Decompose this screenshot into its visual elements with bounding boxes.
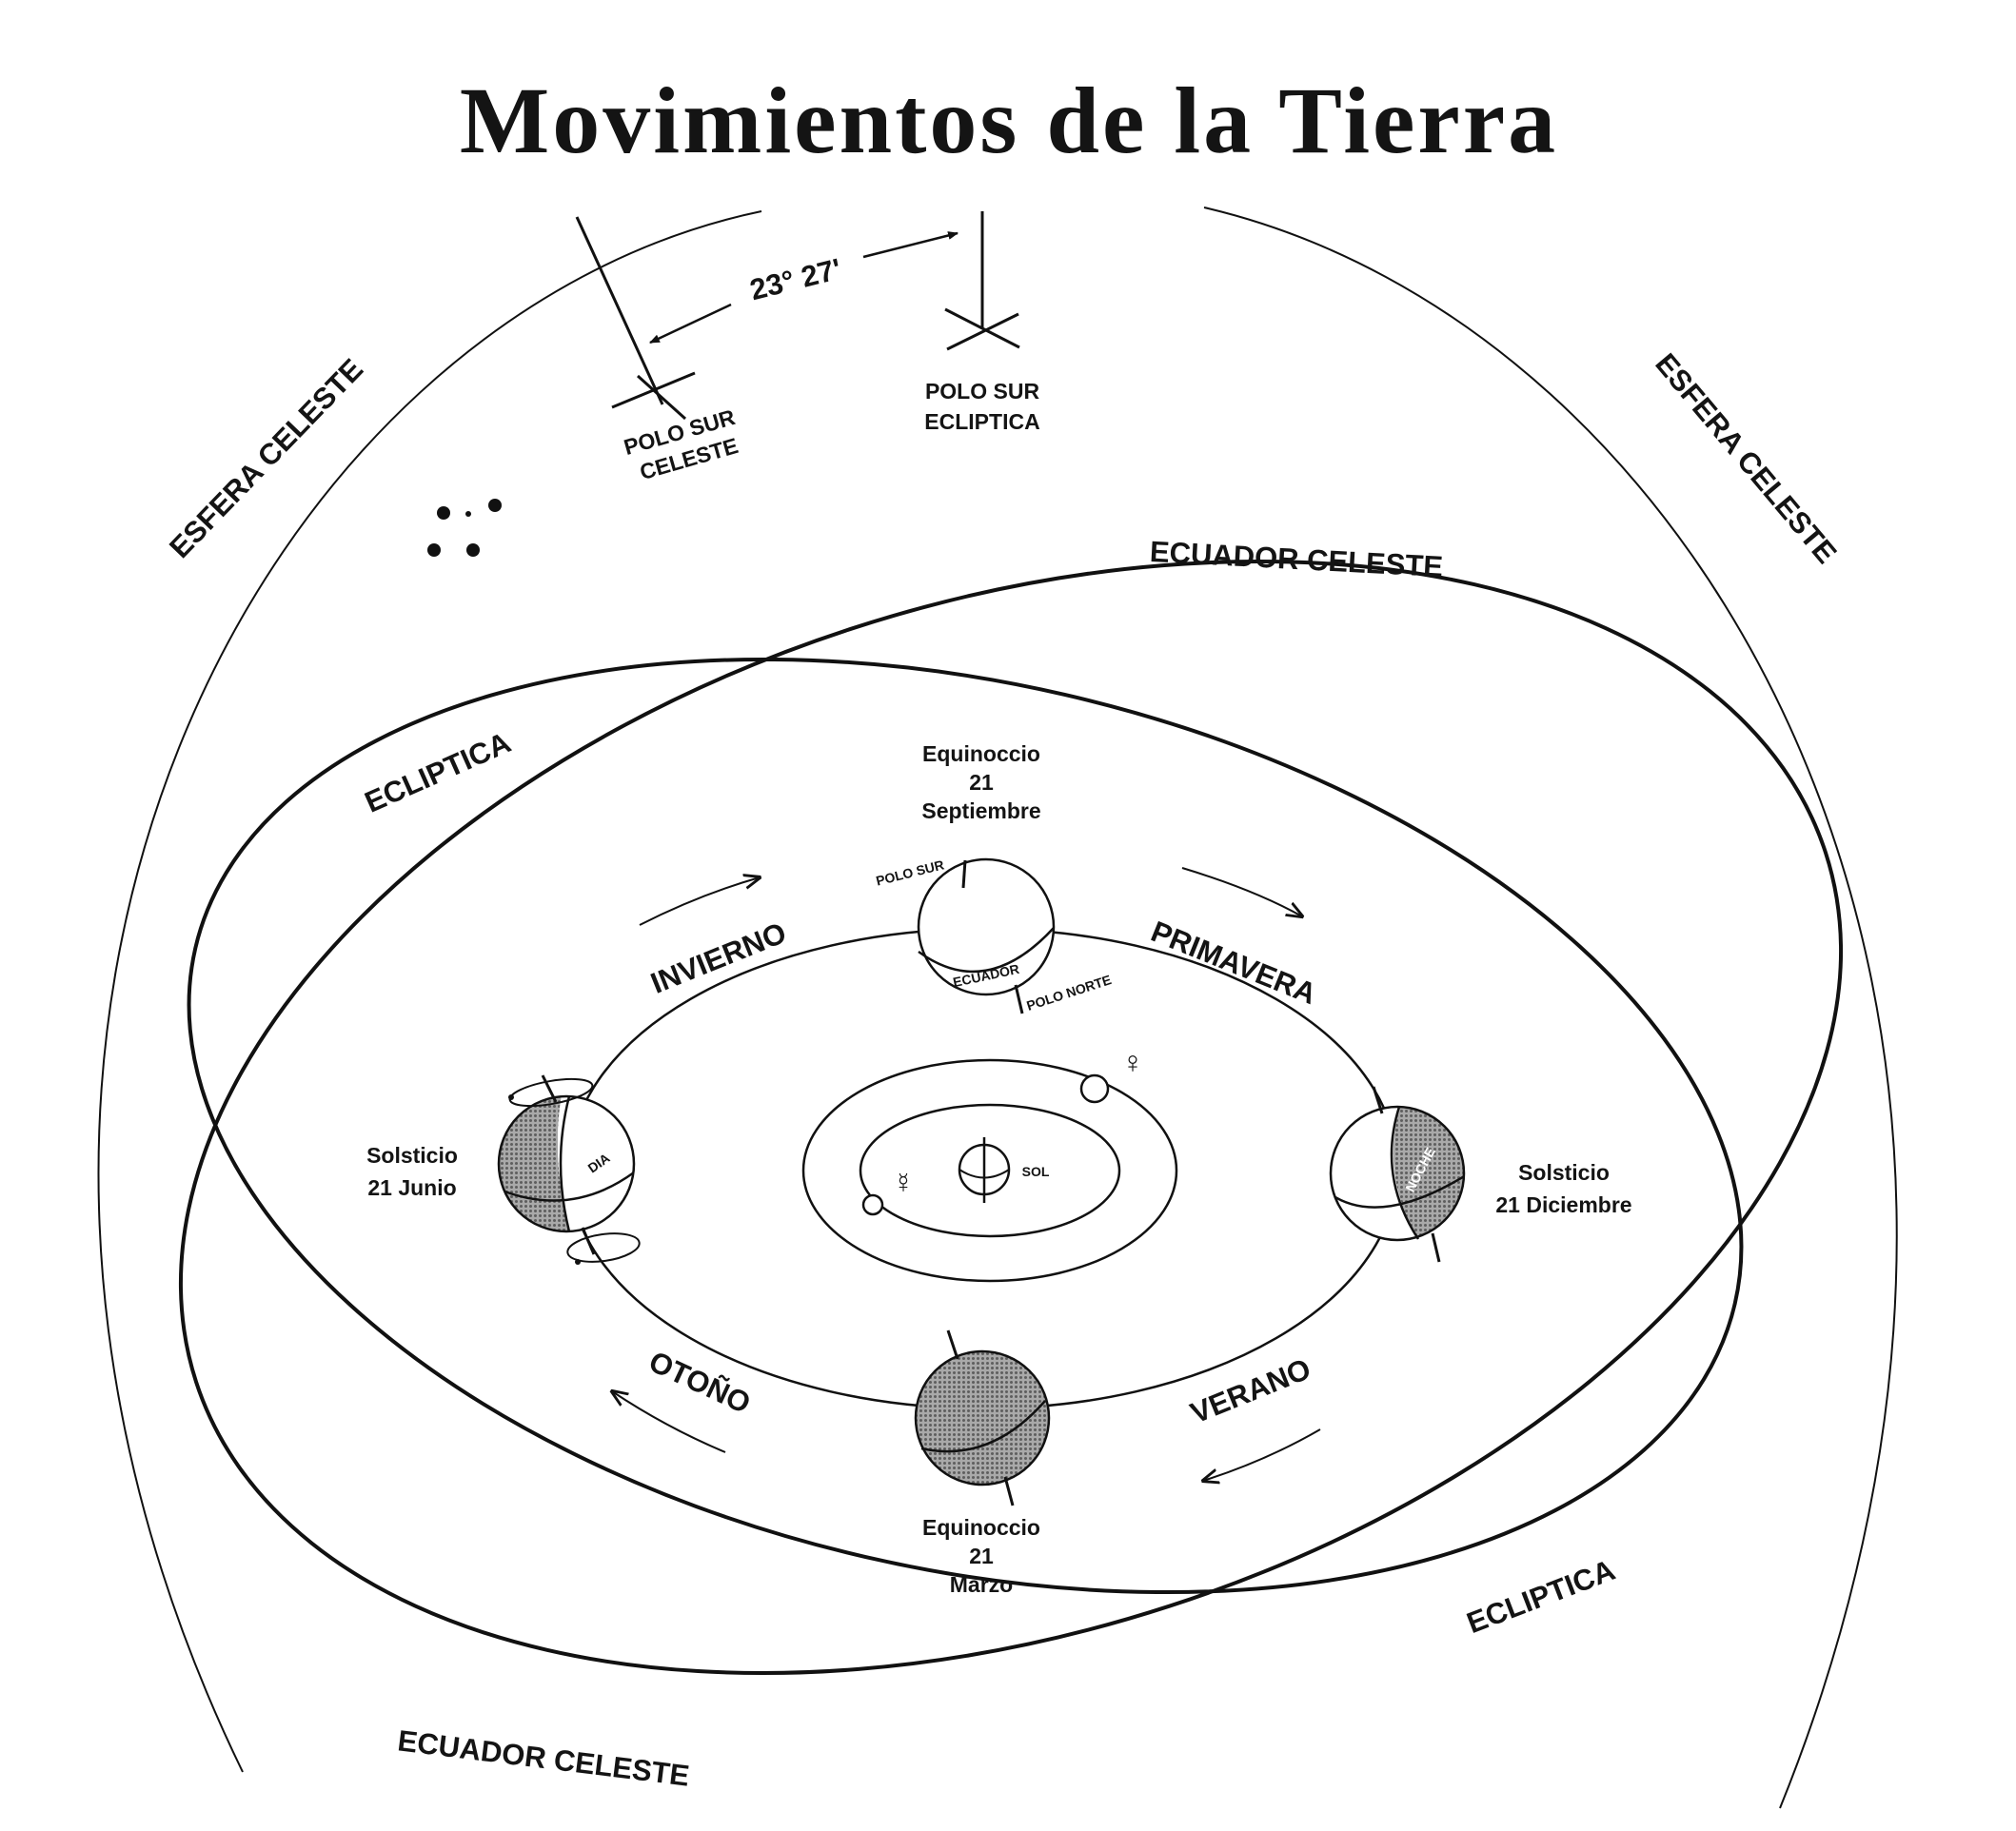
mar-line-2: 21 [969, 1544, 994, 1568]
polo-norte-small-label: POLO NORTE [1025, 972, 1114, 1014]
mercury-planet [861, 1193, 884, 1216]
esfera-celeste-left-label: ESFERA CELESTE [163, 352, 369, 564]
primavera-label: PRIMAVERA [1146, 915, 1320, 1011]
angle-arrow-right [862, 231, 959, 259]
earth-december-solstice [1329, 1086, 1466, 1263]
mercury-orbit [859, 1103, 1121, 1238]
celestial-south-pole-marker [575, 216, 696, 421]
arrow-invierno [639, 877, 760, 926]
polo-sur-ecliptica-label-2: ECLIPTICA [924, 409, 1039, 434]
polo-sur-ecliptica-label-1: POLO SUR [925, 379, 1040, 404]
celestial-sphere-left-arc [97, 210, 762, 1773]
sep-line-1: Equinoccio [922, 741, 1040, 766]
venus-symbol-icon: ♀ [1121, 1045, 1144, 1079]
angle-label: 23° 27' [746, 252, 844, 307]
dic-line-1: Solsticio [1518, 1160, 1610, 1185]
ecliptic-south-pole-marker [944, 211, 1020, 351]
angle-arrow-left [649, 303, 732, 345]
earth-september-equinox [917, 857, 1056, 1014]
venus-orbit [801, 1058, 1178, 1283]
sep-line-2: 21 [969, 770, 994, 795]
ecliptica-right-label: ECLIPTICA [1462, 1553, 1619, 1640]
jun-line-1: Solsticio [366, 1143, 458, 1168]
mar-line-3: Marzo [950, 1572, 1013, 1597]
earth-march-equinox [914, 1329, 1051, 1506]
otono-label: OTOÑO [644, 1345, 756, 1421]
earth-june-solstice [497, 1074, 641, 1265]
sol-label: SOL [1022, 1164, 1050, 1179]
venus-planet [1079, 1073, 1110, 1104]
invierno-label: INVIERNO [646, 916, 791, 1000]
celestial-equator-ellipse [178, 559, 1844, 1676]
jun-line-2: 21 Junio [367, 1175, 456, 1200]
ecuador-celeste-top-label: ECUADOR CELESTE [1149, 535, 1444, 583]
dic-line-2: 21 Diciembre [1495, 1192, 1631, 1217]
verano-label: VERANO [1186, 1351, 1315, 1429]
mar-line-1: Equinoccio [922, 1515, 1040, 1540]
arrow-verano [1203, 1428, 1321, 1481]
star-cluster [427, 499, 502, 557]
arrow-otono [612, 1391, 726, 1453]
celestial-sphere-right-arc [1203, 207, 1898, 1809]
sep-line-3: Septiembre [921, 798, 1040, 823]
ecuador-celeste-bottom-label: ECUADOR CELESTE [396, 1723, 691, 1792]
ecliptic-ellipse [187, 657, 1744, 1595]
arrow-primavera [1181, 867, 1302, 916]
mercury-symbol-icon: ☿ [893, 1168, 915, 1199]
sun [958, 1137, 1011, 1203]
page-title: Movimientos de la Tierra [460, 68, 1558, 173]
